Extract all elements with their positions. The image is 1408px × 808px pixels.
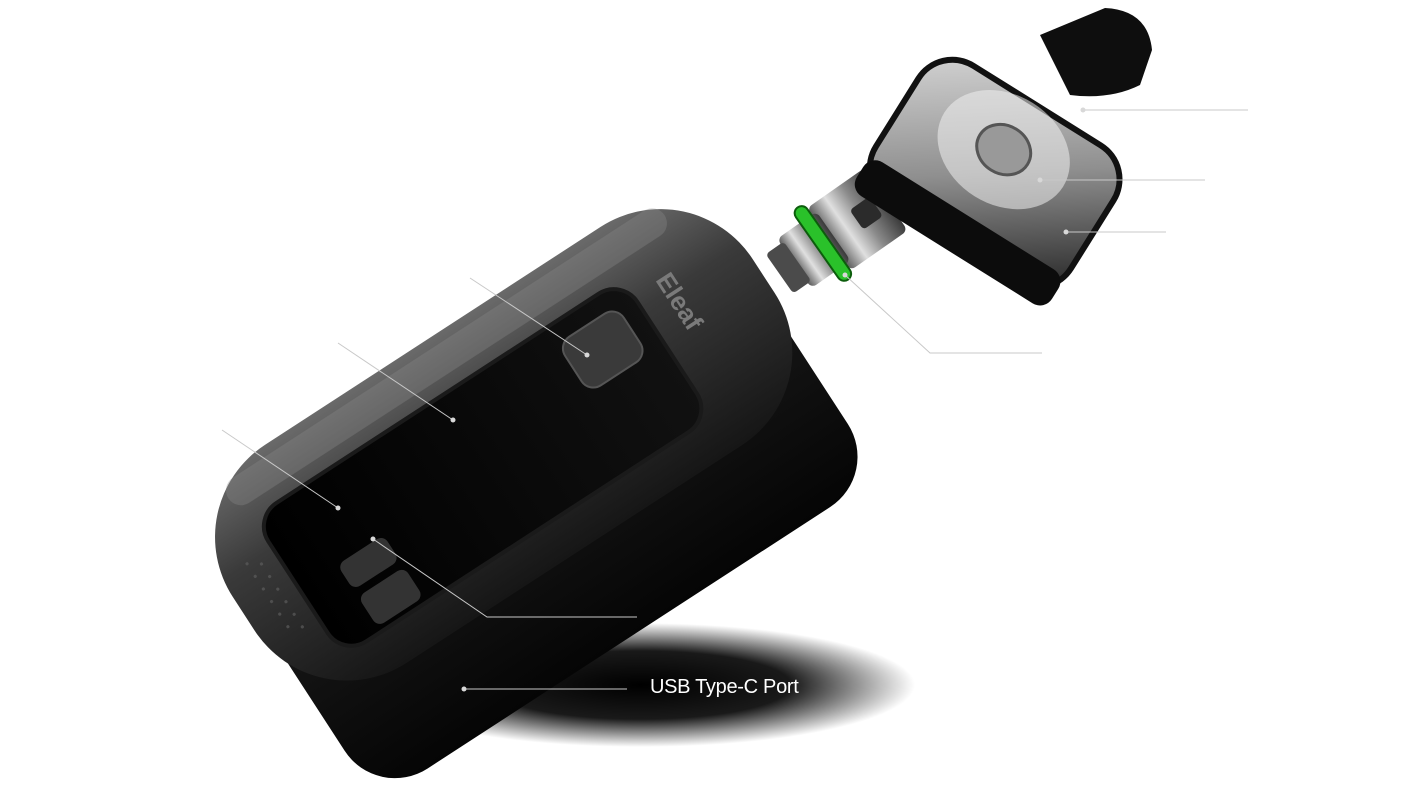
up-button[interactable] [337,535,399,590]
fire-button[interactable] [558,306,648,393]
mod-body [215,208,858,779]
mouthpiece [1040,8,1152,97]
pod-cartridge [854,56,1123,306]
down-button[interactable] [358,567,424,627]
callout-dots [335,107,1086,692]
callout-lines [221,109,1248,690]
usb-port-label: USB Type-C Port [650,676,799,698]
